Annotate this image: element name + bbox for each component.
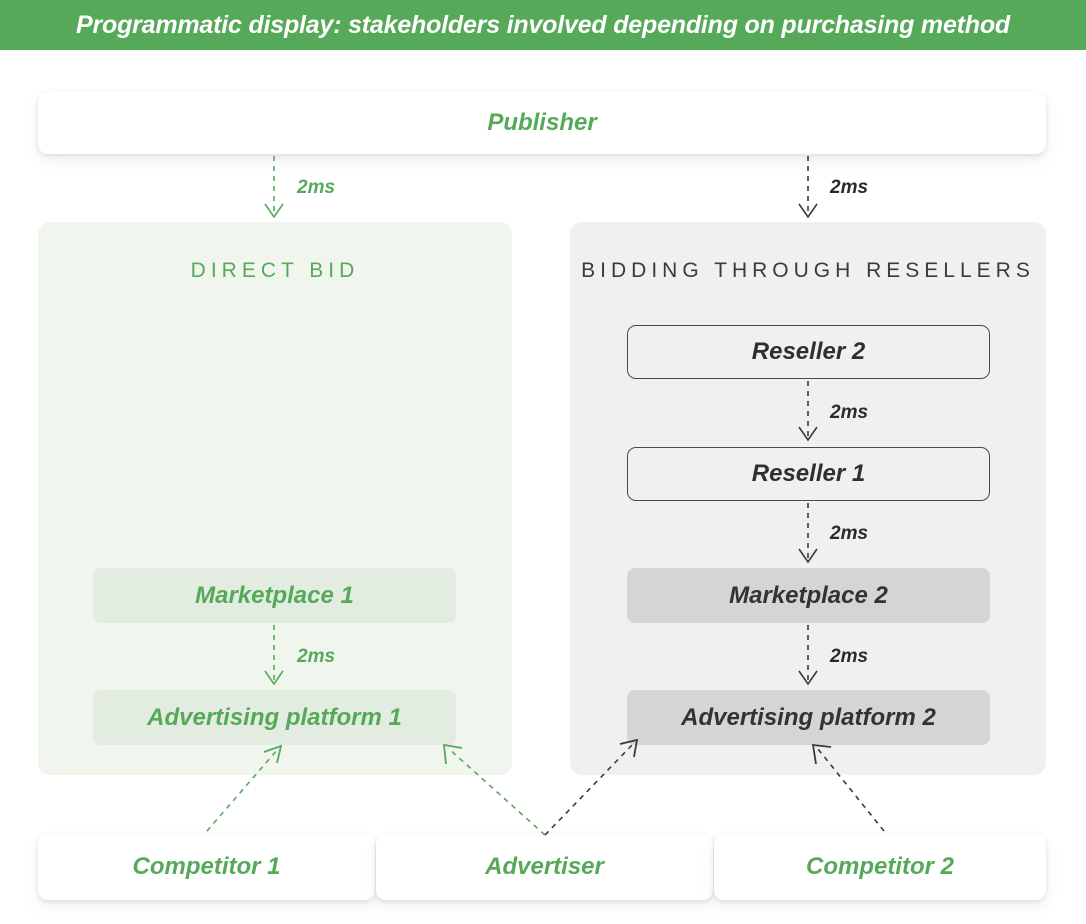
node-marketplace-1[interactable]: Marketplace 1 (93, 568, 456, 623)
panel-resellers-title: BIDDING THROUGH RESELLERS (581, 259, 1035, 282)
arrow-publisher-to-resellers (798, 156, 818, 219)
panel-direct-bid-title: DIRECT BID (190, 259, 360, 282)
diagram-title-bar: Programmatic display: stakeholders invol… (0, 0, 1086, 50)
node-publisher-label: Publisher (487, 109, 597, 136)
node-advertising-platform-1[interactable]: Advertising platform 1 (93, 690, 456, 745)
node-competitor-2-label: Competitor 2 (805, 853, 954, 880)
arrow-publisher-to-direct-bid (264, 156, 284, 219)
latency-label-marketplace2-to-adplatform2: 2ms (830, 646, 869, 667)
node-advertising-platform-1-label: Advertising platform 1 (147, 703, 402, 731)
node-publisher[interactable]: Publisher (38, 92, 1046, 154)
latency-label-publisher-to-resellers: 2ms (830, 177, 869, 198)
node-reseller-2[interactable]: Reseller 2 (627, 325, 990, 379)
latency-label-marketplace1-to-adplatform1: 2ms (297, 646, 336, 667)
node-reseller-1-label: Reseller 1 (751, 460, 866, 487)
node-competitor-2[interactable]: Competitor 2 (714, 834, 1046, 900)
node-marketplace-1-label: Marketplace 1 (195, 581, 354, 609)
page-title: Programmatic display: stakeholders invol… (76, 10, 1010, 39)
node-marketplace-2[interactable]: Marketplace 2 (627, 568, 990, 623)
latency-label-reseller2-to-reseller1: 2ms (830, 402, 869, 423)
latency-label-publisher-to-direct-bid: 2ms (297, 177, 336, 198)
node-marketplace-2-label: Marketplace 2 (729, 581, 888, 609)
node-competitor-1-label: Competitor 1 (132, 853, 281, 880)
latency-label-reseller1-to-marketplace2: 2ms (830, 523, 869, 544)
node-competitor-1[interactable]: Competitor 1 (38, 834, 375, 900)
node-advertiser-label: Advertiser (485, 853, 604, 880)
node-reseller-2-label: Reseller 2 (751, 338, 866, 365)
node-advertising-platform-2[interactable]: Advertising platform 2 (627, 690, 990, 745)
node-advertiser[interactable]: Advertiser (376, 834, 713, 900)
node-reseller-1[interactable]: Reseller 1 (627, 447, 990, 501)
node-advertising-platform-2-label: Advertising platform 2 (681, 703, 936, 731)
